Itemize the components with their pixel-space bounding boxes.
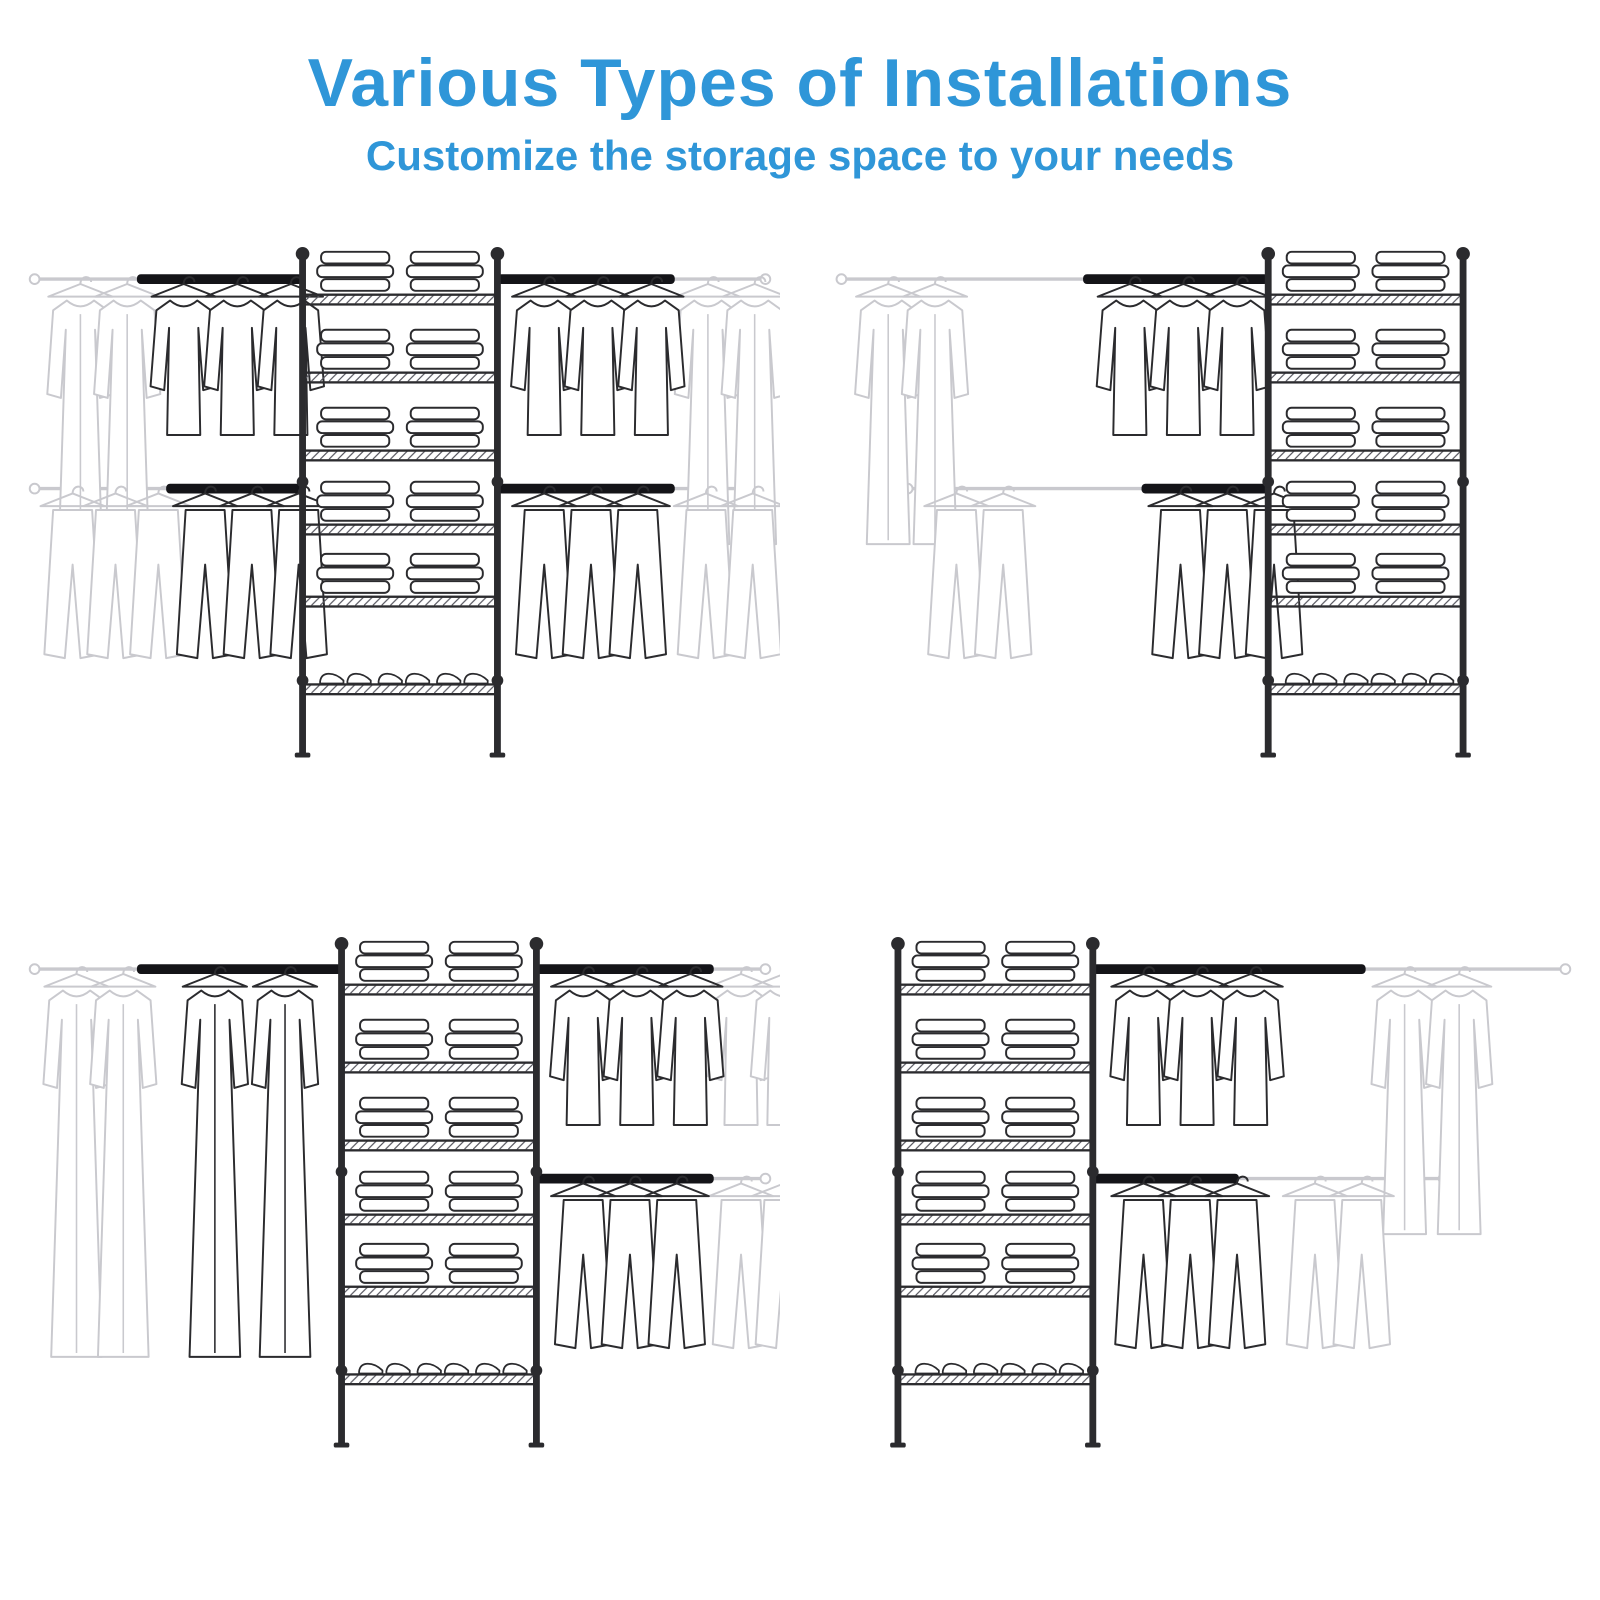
shelf-tower: [334, 937, 544, 1448]
shirt-icon: [1218, 967, 1284, 1125]
pants-icon: [721, 487, 780, 659]
shelf-tower-icon: [1260, 247, 1470, 758]
installation-config-1: [28, 246, 780, 776]
hanging-rods: [136, 274, 675, 494]
pants-icon: [971, 487, 1035, 659]
shelf-tower-icon: [334, 937, 544, 1448]
long-coat-icon: [182, 967, 248, 1357]
hanging-rod: [1092, 964, 1366, 974]
coat-icon: [1371, 967, 1437, 1234]
page-subtitle: Customize the storage space to your need…: [365, 132, 1235, 179]
hanging-rod: [1083, 274, 1269, 284]
hanging-rod: [536, 1173, 714, 1184]
garments: [1110, 967, 1283, 1348]
installation-config-2: [835, 246, 1580, 776]
shirt-icon: [1204, 277, 1270, 435]
hanging-rod: [1141, 483, 1269, 494]
hanging-rod: [536, 964, 714, 974]
header: Various Types of Installations Customize…: [0, 0, 1600, 180]
shelf-tower: [295, 247, 505, 758]
shirt-icon: [657, 967, 723, 1125]
long-coat-icon: [90, 967, 156, 1357]
hanging-rods: [1083, 274, 1269, 494]
installation-config-4: [820, 936, 1572, 1466]
hanging-rod: [1092, 1173, 1239, 1184]
pants-icon: [1205, 1177, 1269, 1349]
coat-icon: [902, 277, 968, 544]
coat-icon: [94, 277, 160, 544]
page-title: Various Types of Installations: [307, 45, 1293, 121]
shelf-tower-icon: [295, 247, 505, 758]
hanging-rod: [136, 274, 303, 284]
shelf-tower-icon: [890, 937, 1100, 1448]
hanging-rods: [1092, 964, 1366, 1184]
ghost-garments: [855, 277, 1035, 658]
coat-icon: [1426, 967, 1492, 1234]
pants-icon: [606, 487, 670, 659]
hanging-rod: [166, 483, 303, 494]
long-coat-icon: [252, 967, 318, 1357]
shelf-tower: [1260, 247, 1470, 758]
hanging-rod: [497, 483, 675, 494]
installation-config-3: [28, 936, 780, 1466]
ghost-garments: [1283, 967, 1492, 1348]
shelf-tower: [890, 937, 1100, 1448]
pants-icon: [645, 1177, 709, 1349]
hanging-rod: [497, 274, 675, 284]
hanging-rod: [136, 964, 342, 974]
shirt-icon: [618, 277, 684, 435]
installation-configurations: [0, 246, 1600, 1476]
